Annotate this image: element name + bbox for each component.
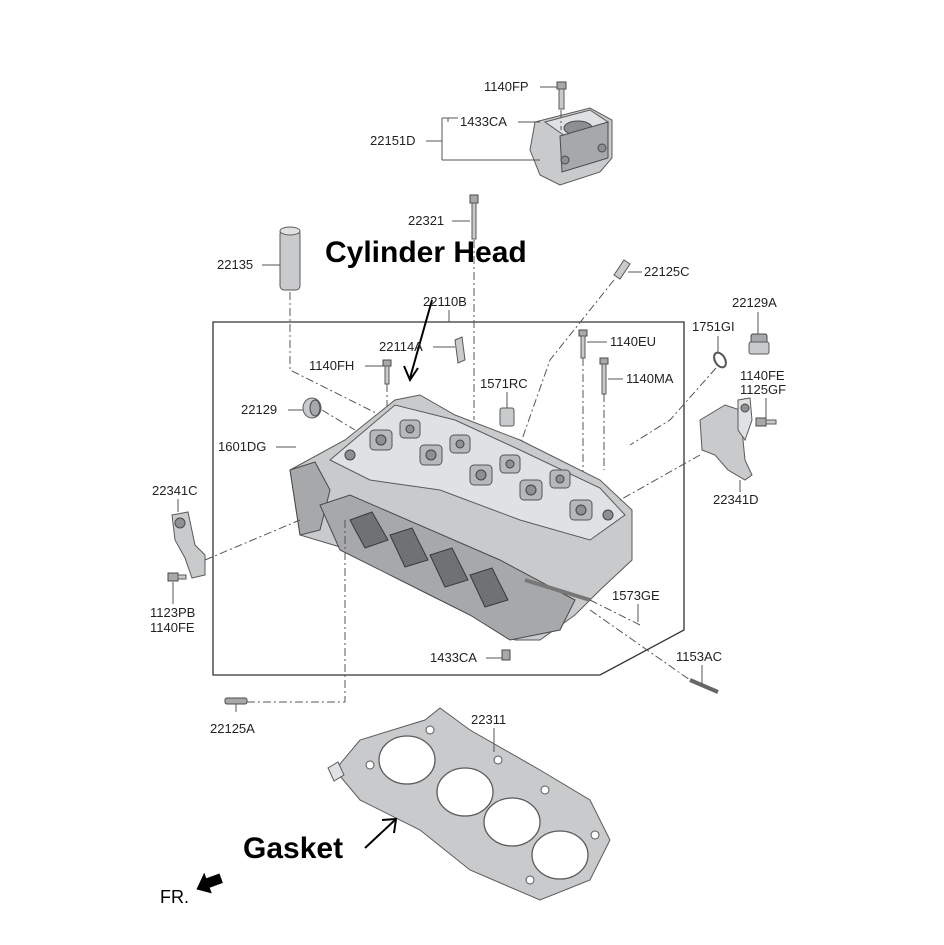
part-number-1573ge: 1573GE — [612, 588, 660, 603]
part-callouts: 1140FP 1433CA 22151D 22321 22135 22125C 22110B… — [150, 79, 786, 736]
part-number-1571rc: 1571RC — [480, 376, 528, 391]
bracket-22341c — [171, 511, 206, 579]
plug-22129a — [748, 333, 770, 355]
callout-leaders — [172, 86, 767, 752]
part-number-22321: 22321 — [408, 213, 444, 228]
part-number-1140eu: 1140EU — [610, 334, 656, 349]
part-number-1123pb: 1123PB — [150, 605, 195, 620]
plug-1571rc — [499, 407, 515, 427]
front-label: FR. — [160, 887, 189, 907]
bolt-1140fh — [382, 359, 392, 385]
part-number-1140ma: 1140MA — [626, 371, 674, 386]
cylinder-head-label: Cylinder Head — [325, 236, 527, 269]
part-number-1125gf: 1125GF — [740, 382, 786, 397]
tube-22135 — [279, 226, 301, 291]
head-gasket-22311 — [327, 707, 611, 901]
bracket-22151d — [529, 107, 613, 186]
part-number-22341d: 22341D — [713, 492, 759, 507]
part-number-1433ca-bot: 1433CA — [430, 650, 477, 665]
pin-22125a — [224, 697, 248, 705]
bolt-22321 — [469, 194, 479, 240]
cylinder-head-pointer-arrow — [409, 299, 433, 379]
part-number-1140fe-l: 1140FE — [150, 620, 195, 635]
assembly-frame — [212, 321, 685, 676]
cylinder-head-22110b — [289, 394, 633, 661]
part-number-22151d: 22151D — [370, 133, 416, 148]
part-number-1140fe-r: 1140FE — [740, 368, 785, 383]
stud-22114a — [454, 336, 466, 364]
part-number-22129a: 22129A — [732, 295, 777, 310]
plug-22129 — [302, 397, 322, 419]
bracket-22341d — [699, 397, 753, 481]
pin-22125c — [613, 259, 631, 280]
part-number-1140fp: 1140FP — [484, 79, 529, 94]
part-number-22125a: 22125A — [210, 721, 255, 736]
part-number-22125c: 22125C — [644, 264, 690, 279]
part-number-1153ac: 1153AC — [676, 649, 722, 664]
bolt-1140ma — [599, 357, 609, 395]
part-number-22311: 22311 — [471, 712, 506, 727]
part-number-1140fh: 1140FH — [309, 358, 354, 373]
part-number-22135: 22135 — [217, 257, 253, 272]
part-number-22110b: 22110B — [423, 294, 467, 309]
gasket-label: Gasket — [243, 832, 343, 865]
part-number-22114a: 22114A — [379, 339, 423, 354]
bolt-1125gf — [755, 417, 777, 427]
front-arrow-icon — [196, 872, 223, 894]
part-number-22129: 22129 — [241, 402, 277, 417]
bolt-1140eu — [578, 329, 588, 359]
bolt-1140fp — [556, 81, 567, 110]
part-number-1601dg: 1601DG — [218, 439, 266, 454]
gasket-pointer-arrow — [364, 819, 396, 849]
oring-1751gi — [713, 351, 727, 369]
part-number-22341c: 22341C — [152, 483, 198, 498]
rod-1153ac — [689, 678, 719, 694]
part-number-1751gi: 1751GI — [692, 319, 735, 334]
bolt-1123pb — [167, 572, 187, 582]
part-number-1433ca-top: 1433CA — [460, 114, 507, 129]
